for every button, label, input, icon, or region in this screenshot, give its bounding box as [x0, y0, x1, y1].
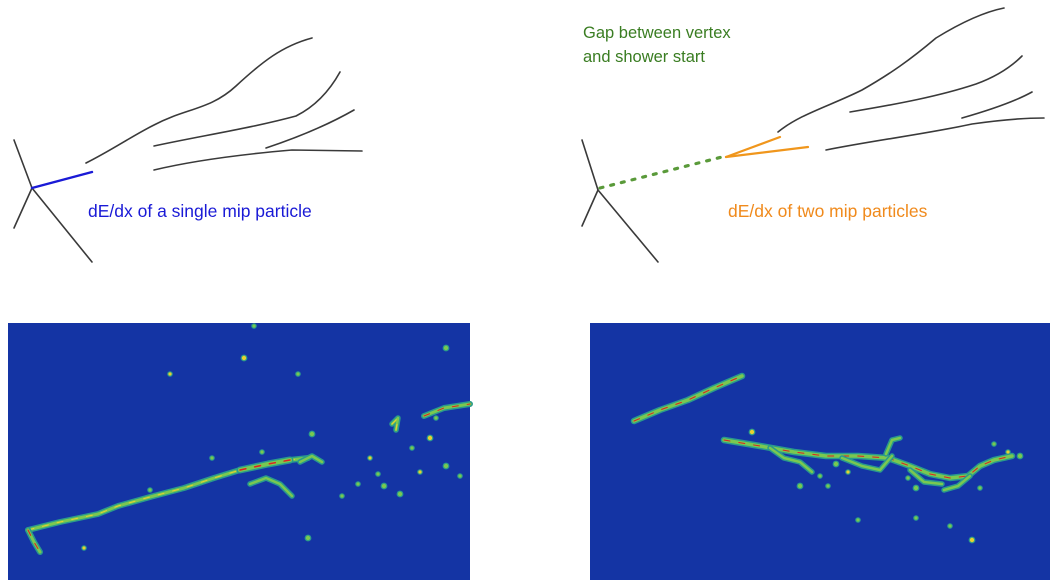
- gap-label-line-1: Gap between vertex: [583, 24, 731, 42]
- left-side-track-core: [391, 416, 399, 431]
- single-mip-annotation: dE/dx of a single mip particle: [88, 201, 312, 221]
- right-spot-hit: [948, 524, 952, 528]
- right-photon-track-core: [633, 375, 743, 422]
- left-shower-track-4: [265, 109, 355, 149]
- right-spot-hit: [846, 470, 850, 474]
- right-spot-hit: [749, 429, 755, 435]
- left-spot-hit: [241, 355, 247, 361]
- right-spot-hit: [856, 518, 860, 522]
- left-spot-hit: [296, 372, 300, 376]
- right-spot-hit: [797, 483, 803, 489]
- right-branch-1: [768, 446, 814, 474]
- left-shower-track-3: [153, 149, 363, 171]
- right-branch-5: [942, 474, 972, 492]
- left-spot-hit: [458, 474, 462, 478]
- left-spot-hit: [356, 482, 360, 486]
- right-spot-hit: [906, 476, 910, 480]
- left-spot-hit: [210, 456, 214, 460]
- right-shower-track-2: [849, 55, 1023, 113]
- left-schematic: dE/dx of a single mip particle: [13, 37, 363, 263]
- right-spot-hit: [818, 474, 822, 478]
- right-shower-track-4: [961, 91, 1033, 119]
- right-spot-hit: [992, 442, 996, 446]
- left-spot-hit: [418, 470, 422, 474]
- left-event-hits: [25, 323, 473, 555]
- right-event-display: [590, 323, 1050, 580]
- left-edge-track: [422, 402, 472, 418]
- right-vertex-line-down: [597, 189, 659, 263]
- left-event-display-background: [8, 323, 470, 580]
- single-mip-segment: [30, 170, 94, 190]
- right-shower-track-3: [825, 117, 1045, 151]
- right-vertex-line-up: [581, 139, 599, 191]
- right-vertex-line-left: [581, 189, 599, 227]
- left-spot-hit: [427, 435, 433, 441]
- left-spot-hit: [381, 483, 387, 489]
- left-spot-hit: [168, 372, 172, 376]
- two-mip-segment-lower: [724, 145, 810, 159]
- left-vertex-line-down: [31, 187, 93, 263]
- left-branch-track: [248, 476, 294, 498]
- right-branch-3: [884, 436, 902, 456]
- left-spot-hit: [443, 345, 449, 351]
- left-spot-hit: [397, 491, 403, 497]
- right-spot-hit: [913, 485, 919, 491]
- right-shower-track-1: [777, 7, 1005, 133]
- two-mip-annotation: dE/dx of two mip particles: [728, 201, 928, 221]
- right-event-hits: [630, 372, 1024, 544]
- left-vertex-line-left: [13, 187, 33, 229]
- left-shower-track-1: [85, 37, 313, 164]
- left-spot-hit: [305, 535, 311, 541]
- left-spot-hit: [434, 416, 438, 420]
- left-start-segment-core: [27, 529, 41, 553]
- left-spot-hit: [148, 488, 152, 492]
- right-schematic: Gap between vertex and shower start dE/d…: [581, 7, 1045, 263]
- left-hot-segment: [238, 458, 292, 472]
- left-spot-hit: [309, 431, 315, 437]
- left-spot-hit: [443, 463, 449, 469]
- left-spot-hit: [252, 324, 256, 328]
- right-spot-hit: [914, 516, 918, 520]
- right-main-shower-track: [722, 438, 1014, 480]
- left-spot-hit: [410, 446, 414, 450]
- gap-label-line-2: and shower start: [583, 48, 705, 66]
- left-vertex-line-up: [13, 139, 33, 189]
- left-spot-hit: [376, 472, 380, 476]
- left-spot-hit: [368, 456, 372, 460]
- right-branch-2: [840, 454, 894, 472]
- two-mip-segment-upper: [724, 135, 782, 159]
- right-spot-hit: [826, 484, 830, 488]
- right-spot-hit: [1006, 450, 1010, 454]
- left-spot-hit: [340, 494, 344, 498]
- left-branch-tail: [298, 454, 324, 464]
- left-shower-track-2: [153, 71, 341, 147]
- left-spot-hit: [260, 450, 264, 454]
- left-spot-hit: [82, 546, 86, 550]
- left-event-display: [8, 323, 473, 580]
- right-spot-hit: [1017, 453, 1023, 459]
- right-branch-4: [908, 468, 944, 486]
- vertex-shower-gap-dots: [598, 155, 724, 190]
- right-event-display-background: [590, 323, 1050, 580]
- right-spot-hit: [833, 461, 839, 467]
- right-spot-hit: [978, 486, 982, 490]
- right-spot-hit: [969, 537, 975, 543]
